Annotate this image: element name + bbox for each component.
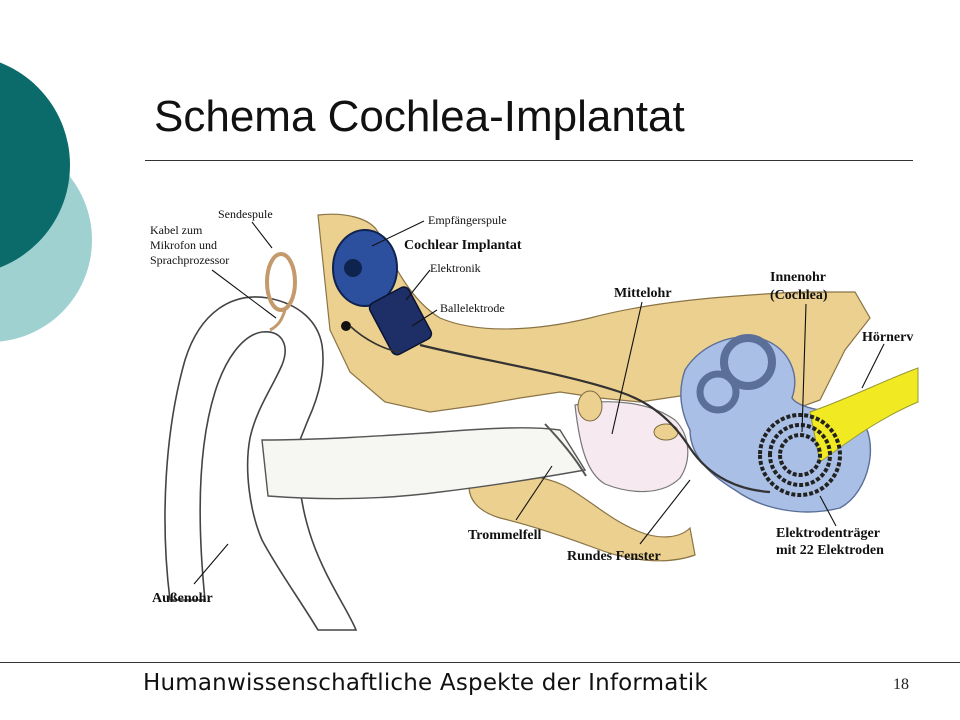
lower-bone [468, 473, 696, 562]
transmitter-cable [269, 309, 287, 332]
label-mittelohr: Mittelohr [614, 286, 672, 301]
footer-divider [0, 662, 960, 663]
electrode-array [419, 343, 771, 494]
label-hoernerv: Hörnerv [862, 330, 913, 345]
label-elektrodentraeger-2: mit 22 Elektroden [776, 543, 884, 558]
label-kabel-3: Sprachprozessor [150, 253, 229, 267]
eardrum [544, 423, 587, 477]
label-innenohr-2: (Cochlea) [770, 288, 828, 303]
receiver-magnet [344, 259, 362, 277]
ear-diagram: Sendespule Kabel zum Mikrofon und Sprach… [150, 207, 919, 631]
outer-ear [164, 296, 358, 631]
title-divider [145, 160, 913, 161]
slide-title: Schema Cochlea-Implantat [154, 92, 685, 141]
label-ballelektrode: Ballelektrode [440, 301, 505, 315]
label-innenohr-1: Innenohr [770, 270, 826, 285]
label-kabel-1: Kabel zum [150, 223, 203, 237]
label-aussenohr: Außenohr [152, 591, 213, 606]
auditory-nerve [809, 367, 919, 463]
cochlea-spiral [758, 413, 843, 497]
label-elektronik: Elektronik [430, 261, 481, 275]
semicircular-canal-1 [720, 334, 776, 390]
label-empfaengerspule: Empfängerspule [428, 213, 507, 227]
decorative-circle-dark [0, 62, 70, 268]
pointer-lines [193, 220, 885, 585]
label-kabel-2: Mikrofon und [150, 238, 217, 252]
label-elektrodentraeger-1: Elektrodenträger [776, 526, 880, 541]
receiver-coil [332, 229, 398, 307]
decorative-circles [0, 62, 92, 342]
page-number: 18 [893, 676, 909, 693]
label-trommelfell: Trommelfell [468, 528, 541, 543]
transmitter-coil [265, 252, 297, 312]
semicircular-canal-2 [696, 370, 740, 414]
ball-electrode-lead [349, 325, 401, 353]
footer-text: Humanwissenschaftliche Aspekte der Infor… [143, 670, 708, 696]
label-cochlear-implantat: Cochlear Implantat [404, 238, 522, 253]
label-sendespule: Sendespule [218, 207, 273, 221]
label-rundes-fenster: Rundes Fenster [567, 549, 661, 564]
middle-ear-cavity [574, 401, 689, 493]
ossicle-malleus [577, 390, 603, 422]
implant-electronics [368, 286, 433, 356]
ear-canal [261, 427, 587, 500]
ball-electrode [341, 321, 351, 331]
